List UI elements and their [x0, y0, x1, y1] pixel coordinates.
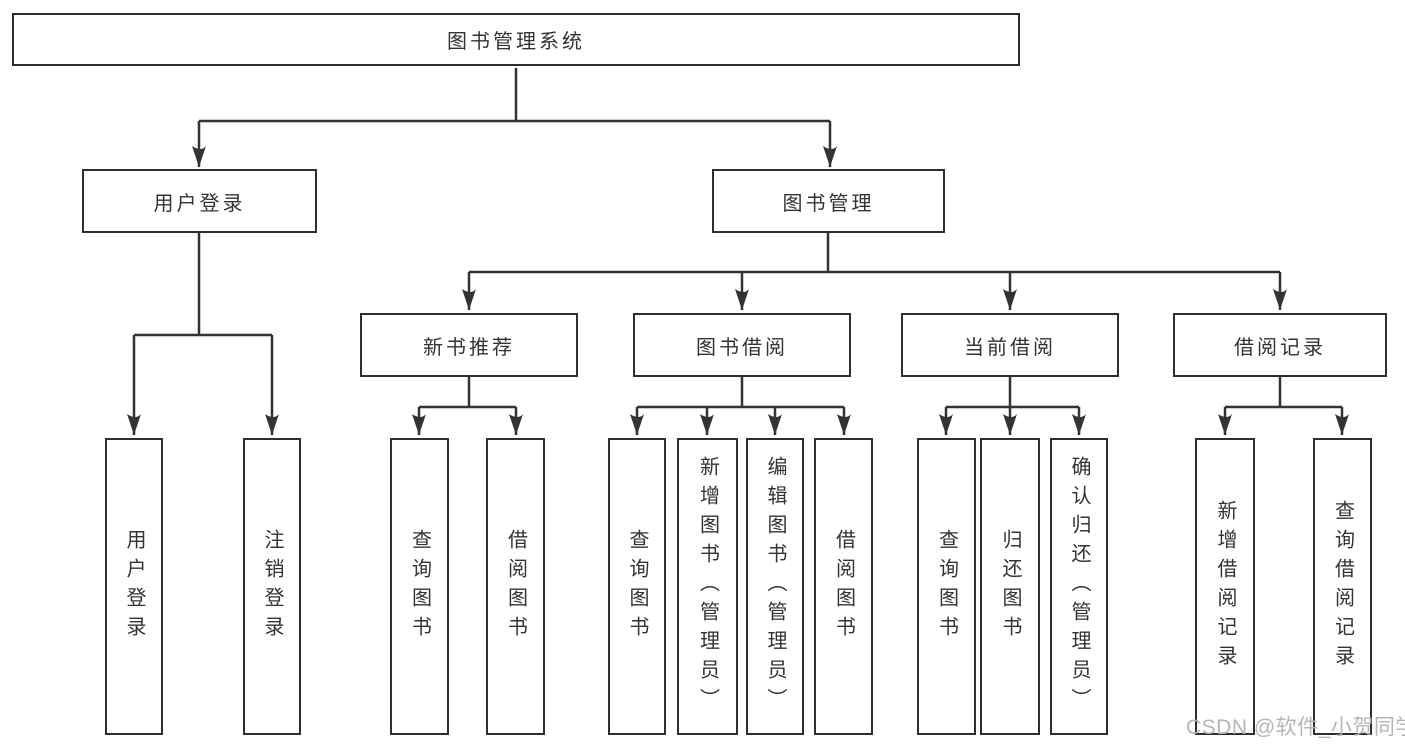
leaf-nb-query-books: 查询图书 — [390, 438, 449, 735]
leaf-bb-query-books: 查询图书 — [608, 438, 666, 735]
node-new-book-recommend: 新书推荐 — [360, 313, 578, 377]
node-library-management-system: 图书管理系统 — [12, 13, 1020, 66]
leaf-bb-edit-books-admin: 编辑图书（管理员） — [746, 438, 804, 735]
node-label: 图书管理 — [782, 192, 875, 215]
csdn-watermark: CSDN @软件_小贺同学 — [1186, 716, 1405, 739]
leaf-bb-borrow-books: 借阅图书 — [814, 438, 873, 735]
node-label: 查询借阅记录 — [1331, 499, 1354, 674]
node-label: 确认归还（管理员） — [1068, 456, 1090, 717]
node-label: 当前借阅 — [964, 336, 1056, 359]
node-label: 借阅记录 — [1234, 336, 1326, 359]
leaf-user-login: 用户登录 — [105, 438, 163, 735]
leaf-logout: 注销登录 — [243, 438, 301, 735]
node-label: 查询图书 — [935, 528, 958, 645]
node-label: 借阅图书 — [832, 528, 855, 645]
node-label: 新增借阅记录 — [1214, 499, 1236, 674]
node-label: 用户登录 — [153, 192, 246, 215]
node-label: 查询图书 — [408, 528, 431, 645]
node-label: 注销登录 — [261, 528, 283, 645]
node-label: 新增图书（管理员） — [696, 456, 719, 717]
node-book-borrowing: 图书借阅 — [633, 313, 851, 377]
node-borrow-records: 借阅记录 — [1173, 313, 1387, 377]
node-label: 图书借阅 — [696, 336, 788, 359]
node-label: 新书推荐 — [423, 336, 515, 359]
leaf-bb-add-books-admin: 新增图书（管理员） — [677, 438, 738, 735]
node-label: 编辑图书（管理员） — [764, 456, 786, 717]
leaf-br-add-borrow-record: 新增借阅记录 — [1195, 438, 1255, 735]
leaf-cb-confirm-return-admin: 确认归还（管理员） — [1050, 438, 1108, 735]
node-label: 归还图书 — [999, 528, 1021, 645]
node-label: 图书管理系统 — [447, 31, 585, 53]
node-user-login: 用户登录 — [82, 169, 317, 233]
leaf-br-query-borrow-record: 查询借阅记录 — [1313, 438, 1372, 735]
node-label: 查询图书 — [626, 528, 648, 645]
node-label: 借阅图书 — [504, 528, 527, 645]
leaf-cb-return-books: 归还图书 — [980, 438, 1040, 735]
node-current-borrowing: 当前借阅 — [901, 313, 1119, 377]
leaf-nb-borrow-books: 借阅图书 — [486, 438, 545, 735]
node-label: 用户登录 — [123, 528, 145, 645]
node-book-management: 图书管理 — [712, 169, 945, 233]
leaf-cb-query-books: 查询图书 — [917, 438, 976, 735]
